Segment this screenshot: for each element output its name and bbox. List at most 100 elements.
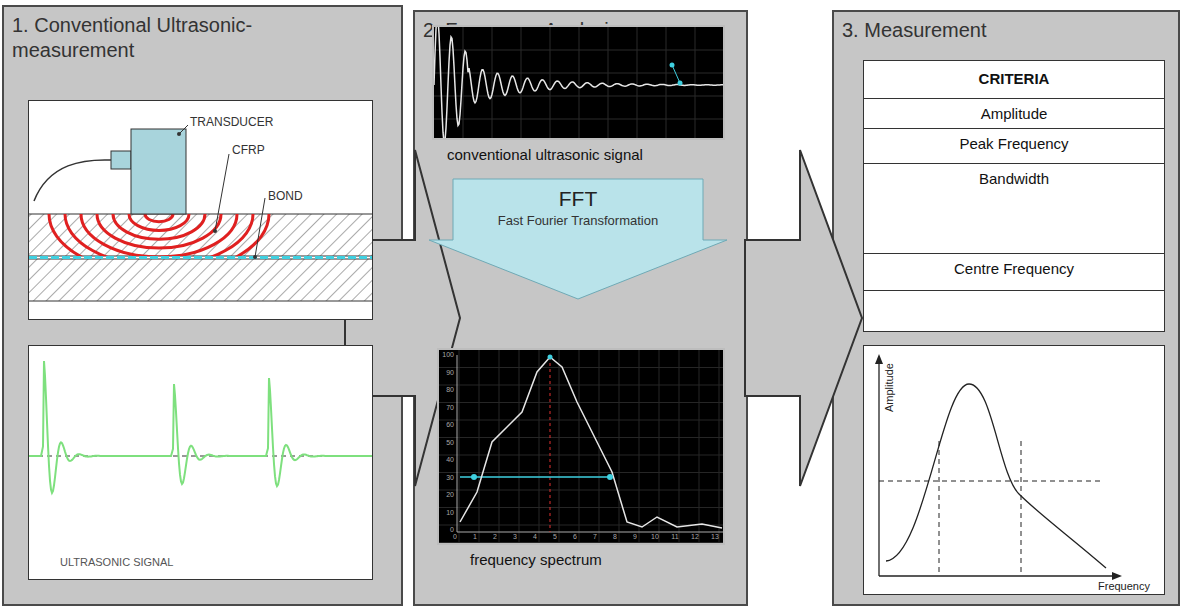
image-caption: conventional ultrasonic signal [447,146,643,163]
marker [607,474,613,480]
tick-label: 30 [440,474,454,482]
table-row: Bandwidth [864,164,1164,254]
grid-line [695,27,696,140]
threshold-line [879,481,1104,482]
grid-line [666,27,667,140]
cfrp-layer [29,214,373,256]
leader-dot [177,132,181,136]
tick-label: 50 [440,439,454,447]
grid [434,27,725,140]
grid-line [439,367,725,368]
spectrum-screen [437,348,725,545]
table-cell: Bandwidth [864,164,1164,187]
marker-line [672,65,680,83]
grid-line [619,350,620,545]
signal-plot [29,346,373,580]
bandwidth-limit [1021,441,1022,576]
tick-label: 9 [630,533,640,541]
wave-arc [65,214,253,256]
grid-line [579,27,580,140]
grid-line [719,350,720,545]
arrowhead [1112,572,1122,580]
axis [878,360,879,576]
leader-line [215,154,229,231]
grid-line [724,27,725,140]
tick-label: 10 [440,509,454,517]
grid-line [521,27,522,140]
table-row: Amplitude [864,99,1164,129]
table-cell: Peak Frequency [864,129,1164,152]
bandwidth-limit [939,441,940,576]
part-label: BOND [268,190,303,204]
grid-line [579,350,580,545]
grid-line [559,350,560,545]
axis [457,355,458,532]
table-row: CRITERIA [864,61,1164,99]
grid-line [550,27,551,140]
tick-label: 12 [690,533,700,541]
substrate-layer [29,259,373,301]
axis [879,575,1116,576]
axis [457,532,723,533]
grid-line [434,73,725,74]
axis-label: Amplitude [883,363,896,412]
table-cell: Centre Frequency [864,254,1164,277]
tick-label: 2 [490,533,500,541]
tick-label: 3 [510,533,520,541]
wave-arc [97,214,221,248]
tick-label: 60 [440,421,454,429]
tick-label: 0 [440,526,454,534]
grid-line [439,420,725,421]
tick-label: 11 [670,533,680,541]
criteria-table: CRITERIAAmplitudePeak FrequencyBandwidth… [863,60,1165,332]
spectrum-plot [439,350,725,545]
transducer [131,129,186,214]
grid-line [639,350,640,545]
wave-arc [129,214,189,231]
arrow-title: FFT [428,178,728,211]
signal-caption: ULTRASONIC SIGNAL [60,556,174,569]
flow-arrow [745,150,862,486]
grid-line [434,50,725,51]
grid-line [434,119,725,120]
table-row: Peak Frequency [864,129,1164,164]
panel-heading: 3. Measurement [842,18,1172,43]
grid-line [539,350,540,545]
bond-line [29,256,373,259]
tick-label: 5 [550,533,560,541]
grid-line [439,490,725,491]
leader-dot [253,255,257,259]
panel-heading: 1. Conventional Ultrasonic-measurement [12,13,342,63]
grid-line [439,402,725,403]
criteria-chart [864,346,1165,595]
wave-arc [113,214,205,239]
tick-label: 20 [440,491,454,499]
connector [111,151,131,169]
ultrasonic-signal-trace [29,361,373,493]
leader-dot [213,229,217,233]
grid-line [439,542,725,543]
grid-line [499,350,500,545]
tick-label: 6 [570,533,580,541]
tick-label: 90 [440,369,454,377]
table-row: Centre Frequency [864,254,1164,291]
tick-label: 0 [450,533,460,541]
tick-label: 70 [440,404,454,412]
grid-line [439,507,725,508]
grid-line [439,385,725,386]
grid-line [492,27,493,140]
grid-line [439,472,725,473]
axis-label: Frequency [1098,580,1150,593]
tick-label: 100 [440,351,454,359]
grid-line [439,455,725,456]
leader-line [255,198,265,257]
tick-label: 13 [710,533,720,541]
tick-label: 40 [440,456,454,464]
bandwidth-line [460,476,612,478]
transform-arrow: FFTFast Fourier Transformation [428,178,728,300]
grid-line [637,27,638,140]
grid-line [659,350,660,545]
chart-frame [863,345,1165,595]
wave-arc [49,214,269,256]
cable [34,160,111,201]
